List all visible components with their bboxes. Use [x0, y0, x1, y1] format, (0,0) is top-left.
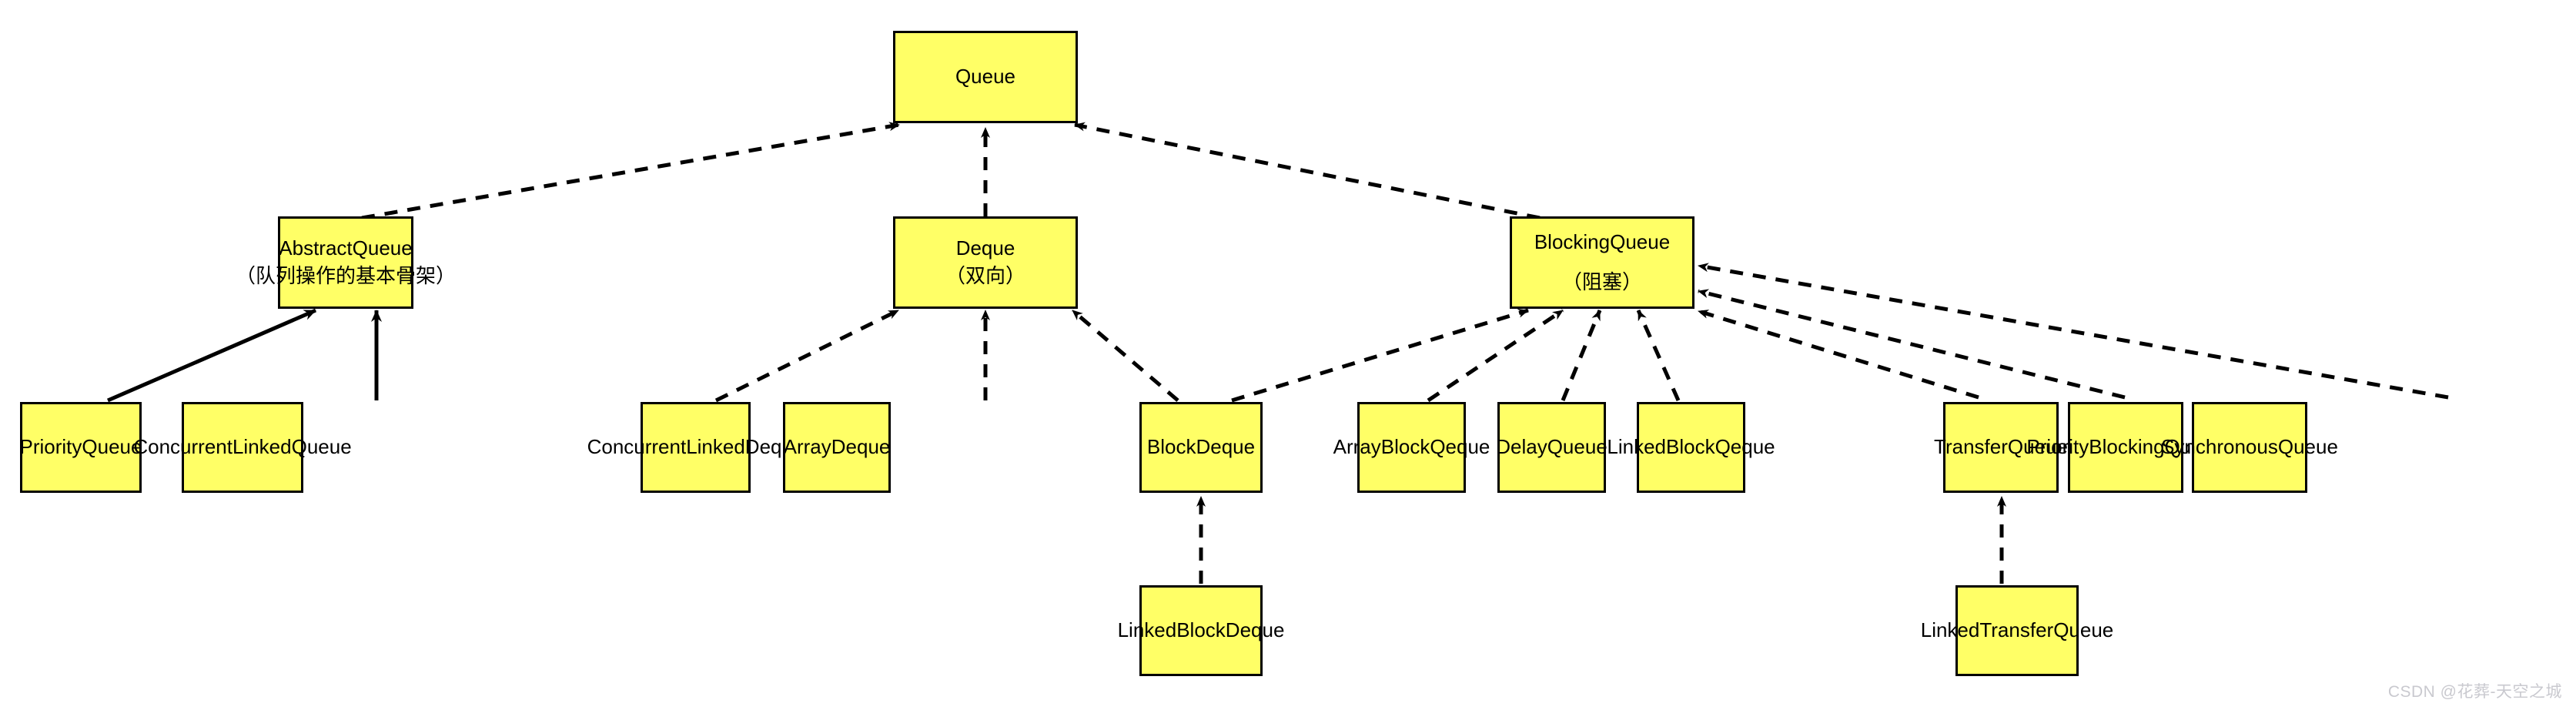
node-blocking-queue-label: BlockingQueue: [1534, 230, 1671, 254]
node-transfer-queue[interactable]: TransferQueue: [1934, 402, 2068, 493]
edge-synchronousqueue-to-blockingqueue: [1698, 263, 2449, 400]
node-array-deque[interactable]: ArrayDeque: [783, 402, 891, 493]
edge-arrayblockqeque-to-blockingqueue: [1427, 308, 1564, 403]
edge-priorityqueue-to-abstractqueue: [107, 308, 316, 403]
node-linked-transfer-queue[interactable]: LinkedTransferQueue: [1921, 585, 2113, 676]
node-queue-label: Queue: [955, 65, 1016, 89]
edge-blockingqueue-to-queue: [1074, 122, 1541, 220]
node-abstract-queue-sublabel: （队列操作的基本骨架）: [236, 264, 457, 287]
edge-linkedblockqeque-to-blockingqueue: [1636, 309, 1681, 402]
node-linked-block-qeque[interactable]: LinkedBlockQeque: [1607, 402, 1775, 493]
node-linked-block-deque-label: LinkedBlockDeque: [1117, 618, 1285, 642]
node-synchronous-queue-label: SynchronousQueue: [2161, 435, 2338, 459]
edge-abstractqueue-to-queue: [361, 122, 900, 220]
node-linked-block-qeque-label: LinkedBlockQeque: [1607, 435, 1775, 459]
edge-transferqueue-to-blockingqueue: [1698, 309, 1979, 400]
node-block-deque[interactable]: BlockDeque: [1139, 402, 1263, 493]
node-delay-queue[interactable]: DelayQueue: [1496, 402, 1607, 493]
node-array-block-qeque[interactable]: ArrayBlockQeque: [1333, 402, 1490, 493]
node-blocking-queue-sublabel: （阻塞）: [1561, 270, 1642, 293]
watermark: CSDN @花葬-天空之城: [2387, 683, 2562, 701]
node-array-block-qeque-label: ArrayBlockQeque: [1333, 435, 1490, 459]
node-linked-block-deque[interactable]: LinkedBlockDeque: [1118, 585, 1284, 676]
node-abstract-queue-label: AbstractQueue: [279, 236, 413, 260]
node-priority-queue[interactable]: PriorityQueue: [20, 402, 142, 493]
node-priority-blocking-queue-label: PriorityBlockingQueue: [2026, 435, 2225, 459]
node-queue[interactable]: Queue: [893, 31, 1078, 123]
node-priority-blocking-queue[interactable]: PriorityBlockingQueue: [2026, 402, 2225, 493]
edge-concurrentlinkeddeque-to-deque: [714, 308, 900, 403]
edge-blockdeque-to-blockingqueue: [1231, 308, 1529, 403]
node-deque-label: Deque: [955, 236, 1015, 260]
node-deque-sublabel: （双向）: [945, 264, 1025, 287]
node-concurrent-linked-queue[interactable]: ConcurrentLinkedQueue: [133, 402, 352, 493]
node-priority-queue-label: PriorityQueue: [19, 435, 142, 459]
node-delay-queue-label: DelayQueue: [1496, 435, 1607, 459]
node-abstract-queue[interactable]: AbstractQueue （队列操作的基本骨架）: [236, 216, 456, 309]
edge-priorityblockingqueue-to-blockingqueue: [1698, 289, 2126, 400]
edge-delayqueue-to-blockingqueue: [1561, 310, 1602, 401]
node-linked-transfer-queue-label: LinkedTransferQueue: [1920, 618, 2114, 642]
node-deque[interactable]: Deque （双向）: [893, 216, 1078, 309]
node-concurrent-linked-queue-label: ConcurrentLinkedQueue: [133, 435, 352, 459]
node-transfer-queue-label: TransferQueue: [1934, 435, 2068, 459]
node-synchronous-queue[interactable]: SynchronousQueue: [2161, 402, 2338, 493]
node-array-deque-label: ArrayDeque: [783, 435, 891, 459]
node-concurrent-linked-deque[interactable]: ConcurrentLinkedDeque: [587, 402, 804, 493]
node-concurrent-linked-deque-label: ConcurrentLinkedDeque: [587, 435, 805, 459]
node-blocking-queue[interactable]: BlockingQueue （阻塞）: [1510, 216, 1694, 309]
edge-blockdeque-to-deque: [1071, 309, 1179, 402]
node-block-deque-label: BlockDeque: [1146, 435, 1256, 459]
